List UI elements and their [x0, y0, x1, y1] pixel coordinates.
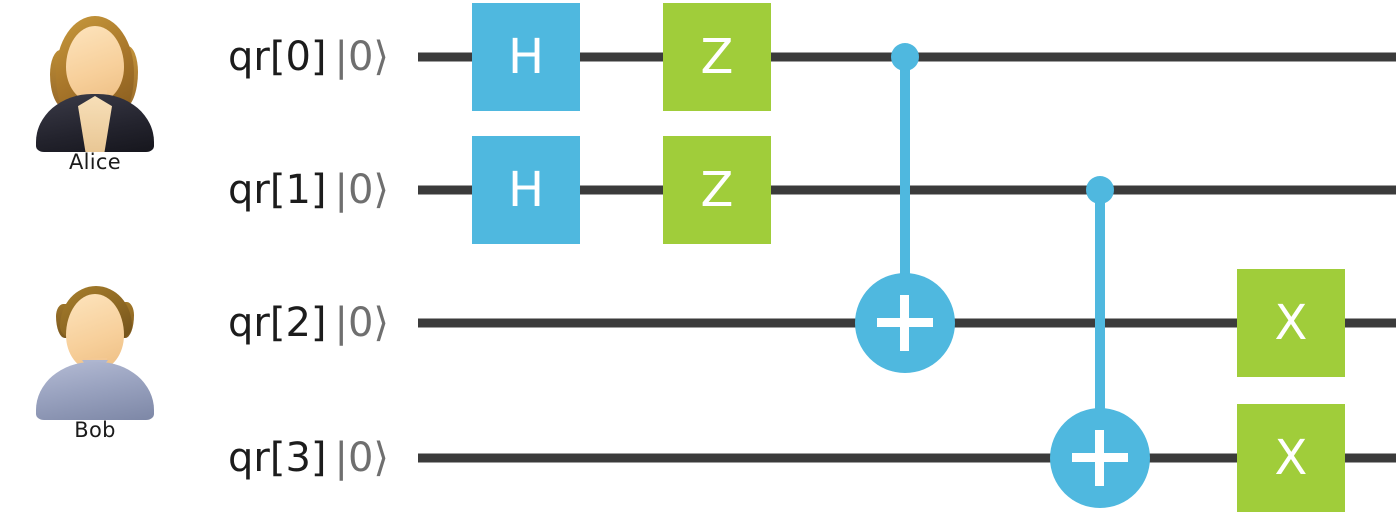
gate-label: Z: [700, 29, 734, 85]
gate-x-qr3[interactable]: X: [1237, 404, 1345, 512]
qubit-register-1: qr[1]: [228, 167, 327, 213]
qubit-label-2: qr[2]|0⟩: [228, 300, 389, 346]
qubit-label-0: qr[0]|0⟩: [228, 34, 389, 80]
qubit-label-1: qr[1]|0⟩: [228, 167, 389, 213]
bob-avatar-icon: [20, 278, 170, 420]
gate-label: Z: [700, 162, 734, 218]
party-label-alice: Alice: [68, 150, 121, 174]
gate-x-qr2[interactable]: X: [1237, 269, 1345, 377]
gate-h-qr1[interactable]: H: [472, 136, 580, 244]
gate-label: H: [507, 162, 545, 218]
qubit-state-1: |0⟩: [334, 167, 390, 213]
qubit-register-2: qr[2]: [228, 300, 327, 346]
party-label-bob: Bob: [74, 418, 116, 442]
alice-avatar-icon: [20, 10, 170, 152]
cnot-control-dot-2[interactable]: [1086, 176, 1114, 204]
cnot-plus-icon-vertical: [1095, 430, 1104, 486]
qubit-state-0: |0⟩: [334, 34, 390, 80]
gate-label: X: [1274, 295, 1308, 351]
cnot-target-2[interactable]: [1050, 408, 1150, 508]
gate-label: H: [507, 29, 545, 85]
cnot-target-1[interactable]: [855, 273, 955, 373]
qubit-register-3: qr[3]: [228, 435, 327, 481]
gate-label: X: [1274, 430, 1308, 486]
qubit-state-3: |0⟩: [334, 435, 390, 481]
party-bob: Bob: [0, 278, 190, 442]
gate-h-qr0[interactable]: H: [472, 3, 580, 111]
gate-z-qr0[interactable]: Z: [663, 3, 771, 111]
qubit-state-2: |0⟩: [334, 300, 390, 346]
cnot-plus-icon-vertical: [900, 295, 909, 351]
cnot-control-dot-1[interactable]: [891, 43, 919, 71]
cnot-connector-2: [1095, 190, 1105, 458]
gate-z-qr1[interactable]: Z: [663, 136, 771, 244]
qubit-wire-3: [418, 453, 1396, 463]
qubit-label-3: qr[3]|0⟩: [228, 435, 389, 481]
qubit-register-0: qr[0]: [228, 34, 327, 80]
party-alice: Alice: [0, 10, 190, 174]
cnot-connector-1: [900, 57, 910, 323]
